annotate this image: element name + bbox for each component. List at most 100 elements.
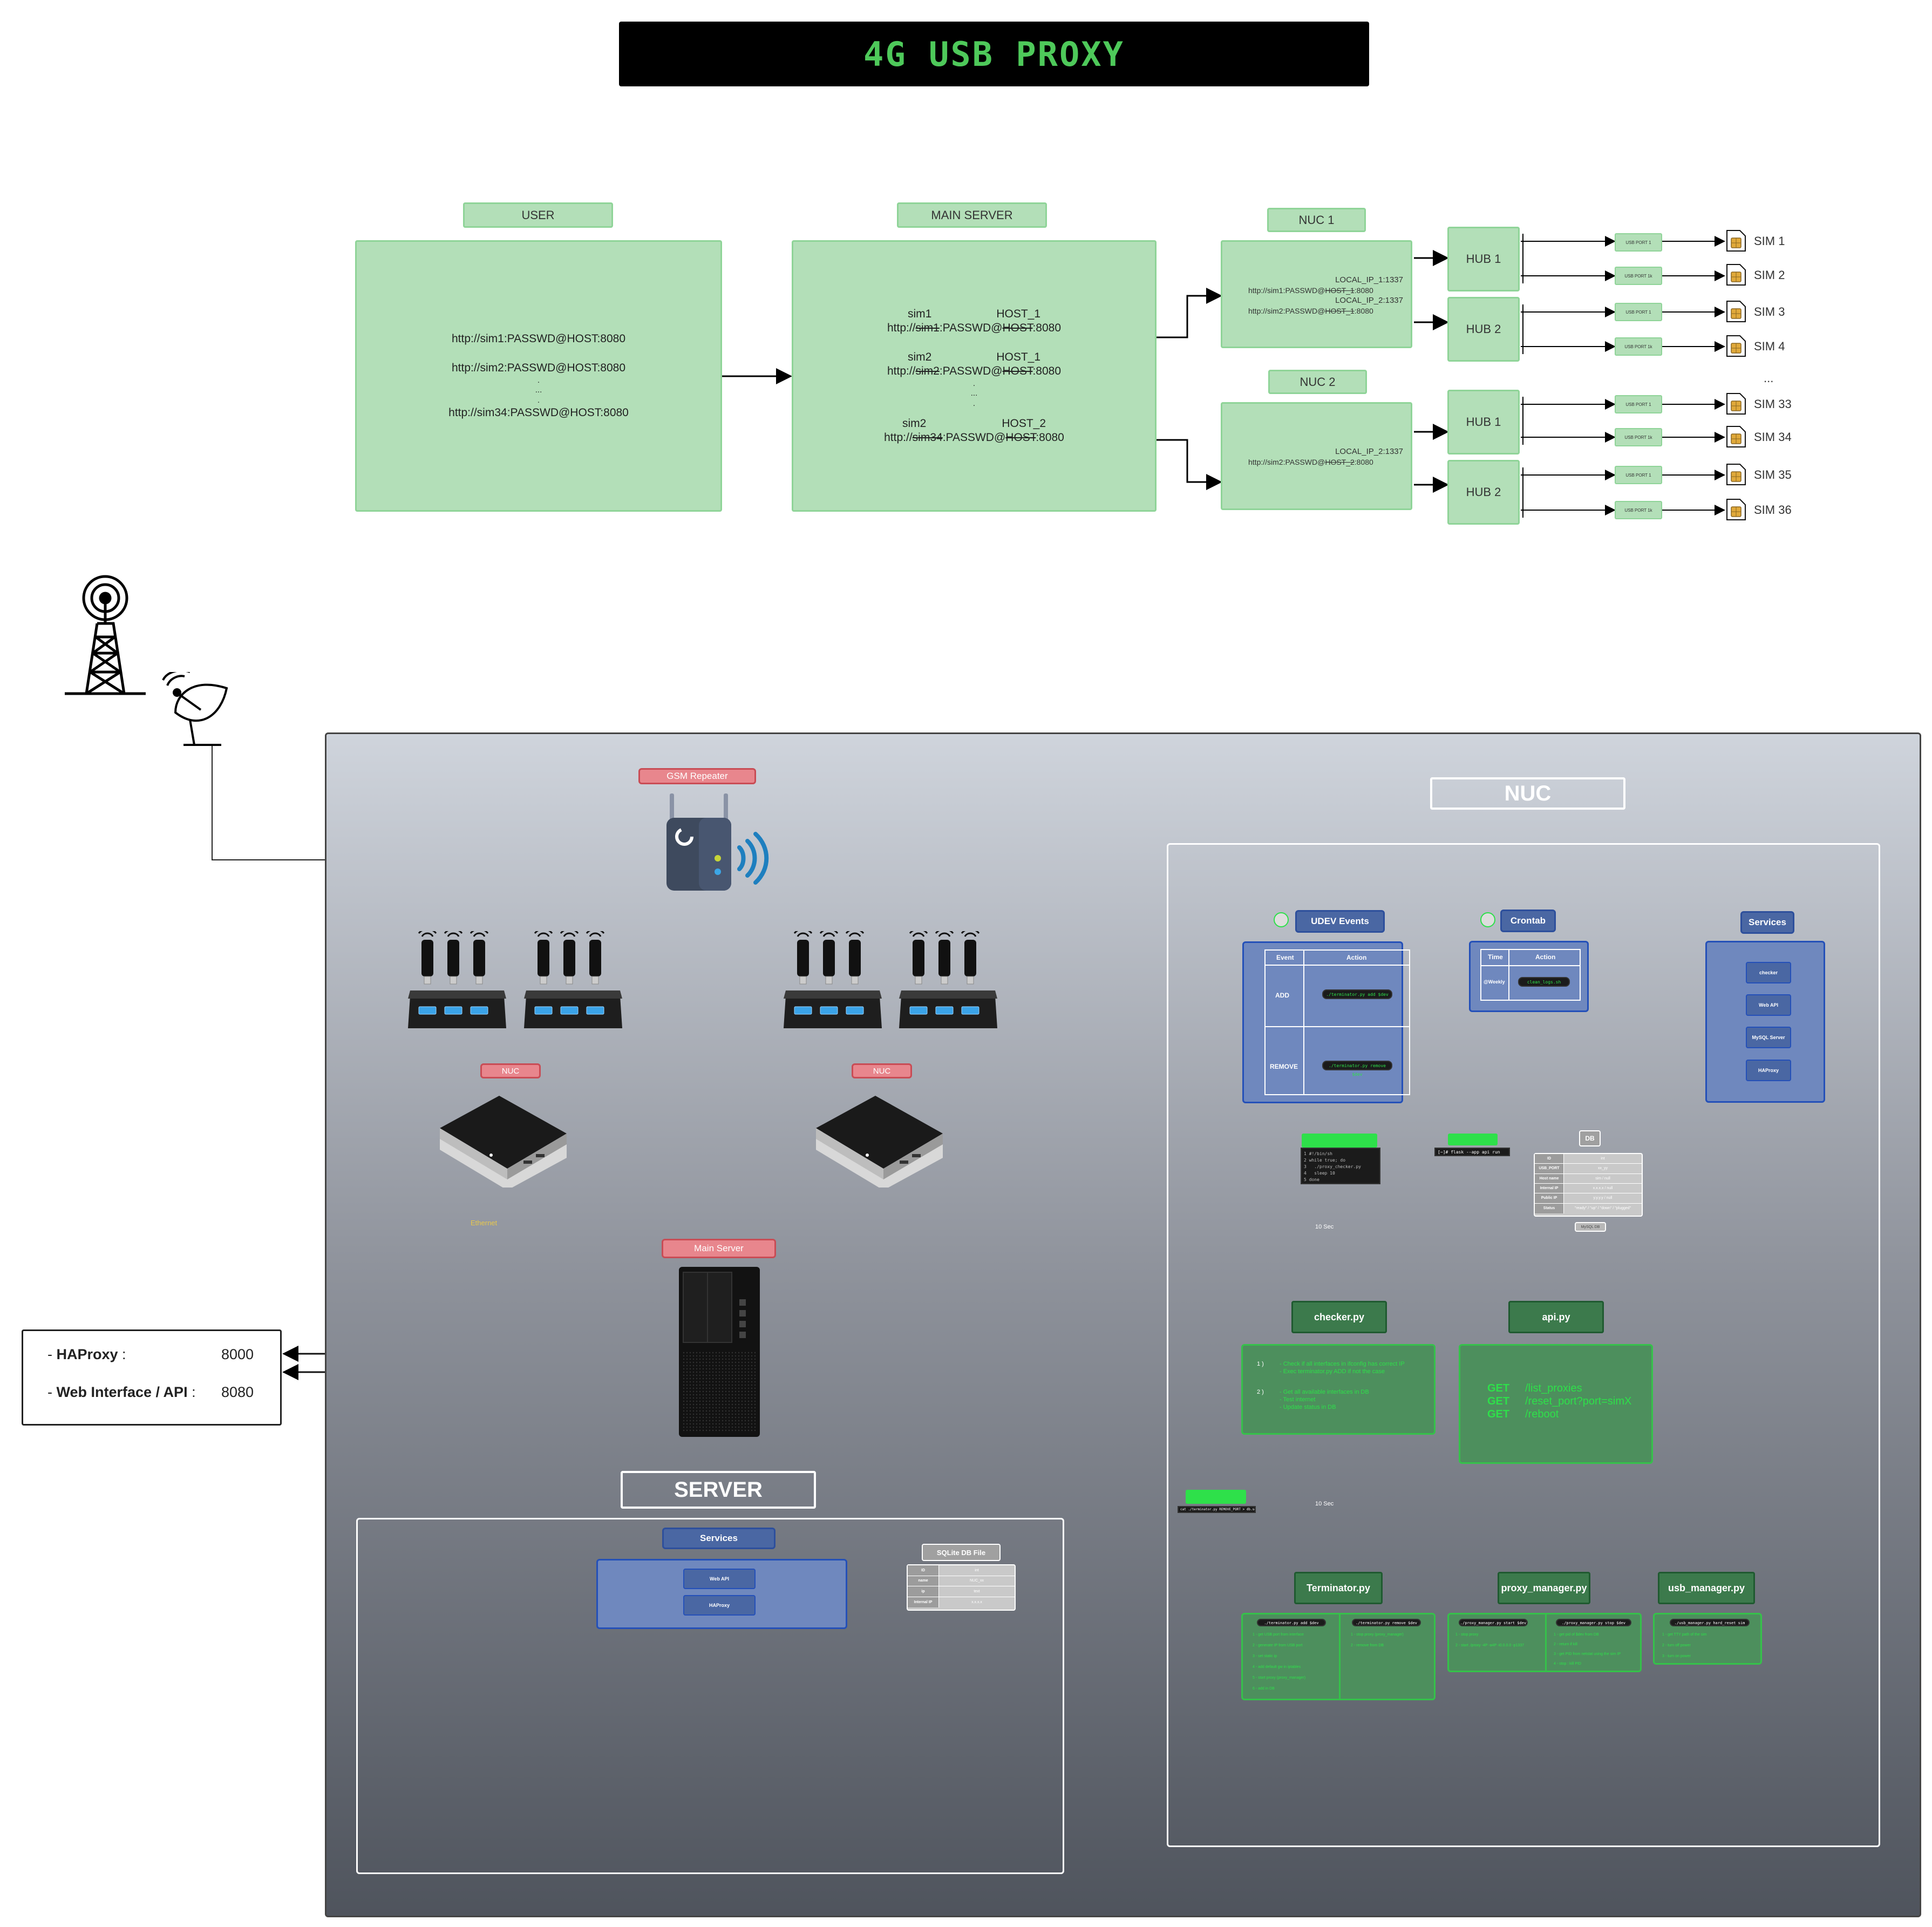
- mysql-service[interactable]: MySQL Server: [1746, 1027, 1791, 1048]
- table-key: Public IP: [1535, 1193, 1564, 1203]
- api-node: api.py: [1508, 1301, 1604, 1333]
- table-key: ip: [908, 1586, 939, 1597]
- step-text: 3 - turn on power: [1662, 1654, 1691, 1658]
- step-text: - Check if all interfaces in ifconfig ha…: [1280, 1361, 1405, 1367]
- udev-header: [1266, 951, 1410, 966]
- url-prefix: http://: [887, 365, 916, 378]
- http-method: GET: [1487, 1395, 1510, 1407]
- step-text: - Update status in DB: [1280, 1404, 1336, 1410]
- step-text: 2 - turn off power: [1662, 1644, 1691, 1647]
- step-number: 1 ): [1257, 1361, 1264, 1367]
- api-route: /reset_port?port=simX: [1525, 1395, 1632, 1407]
- info-name: HAProxy: [56, 1346, 118, 1362]
- proxy-manager-description: ./proxy_manager.py start $dev ./proxy_ma…: [1447, 1613, 1642, 1672]
- table-value: xx_yy: [1598, 1166, 1608, 1171]
- table-key: Internal IP: [908, 1597, 939, 1607]
- usb-port: USB PORT 1: [1615, 233, 1662, 252]
- um-tab: ./usb_manager.py hard_reset sim: [1670, 1619, 1750, 1626]
- sim-label: SIM 36: [1754, 503, 1792, 517]
- host-name: HOST_1: [996, 307, 1041, 320]
- url-mid: :PASSWD@: [939, 321, 1003, 334]
- usb-hub-with-modems-icon: [784, 931, 882, 1028]
- udev-action-add: ./terminator.py add $dev: [1322, 989, 1392, 999]
- ports-info-box: - HAProxy : 8000 - Web Interface / API :…: [22, 1329, 282, 1426]
- table-value: text: [974, 1589, 980, 1593]
- usb-port: USB PORT 1: [1615, 303, 1662, 321]
- main-server-label: MAIN SERVER: [897, 202, 1047, 228]
- local-ip: LOCAL_IP_1:1337: [1335, 275, 1403, 284]
- table-value: NUC_xx: [969, 1579, 984, 1583]
- nuc-section: [1167, 843, 1880, 1847]
- sim-name: sim2: [902, 417, 927, 430]
- local-ip: LOCAL_IP_2:1337: [1335, 447, 1403, 456]
- api-route: /list_proxies: [1525, 1382, 1582, 1394]
- usb-port: USB PORT 1k: [1615, 267, 1662, 285]
- nuc-web-api-service[interactable]: Web API: [1746, 994, 1791, 1016]
- api-description: GET /list_proxies GET /reset_port?port=s…: [1459, 1344, 1653, 1464]
- nuc2-box: LOCAL_IP_2:1337 http://sim2:PASSWD@HOST_…: [1221, 402, 1412, 510]
- checker-node: checker.py: [1291, 1301, 1387, 1333]
- web-api-service[interactable]: Web API: [683, 1569, 756, 1589]
- udev-divider: [1303, 951, 1304, 1095]
- udev-header-event: Event: [1276, 954, 1294, 961]
- usb-port: USB PORT 1k: [1615, 501, 1662, 519]
- crontab-table: Time Action @Weekly clean_logs.sh: [1480, 949, 1581, 1001]
- sim-card-icon: [1726, 499, 1746, 520]
- step-text: 1 - stop proxy: [1455, 1633, 1479, 1637]
- step-text: 2 - generate IP from USB port: [1253, 1644, 1303, 1647]
- ethernet-label: Ethernet: [471, 1219, 498, 1227]
- udev-action-remove: ./terminator.py remove $dev: [1322, 1061, 1392, 1077]
- step-text: 1 - get TTY path of the sim: [1662, 1633, 1707, 1637]
- table-key: ID: [908, 1565, 939, 1576]
- url-suffix: :8080: [1036, 431, 1064, 444]
- hub-box: HUB 2: [1447, 460, 1520, 525]
- sim-label: SIM 34: [1754, 430, 1792, 444]
- page-title: 4G USB PROXY: [619, 22, 1369, 86]
- gsm-repeater-icon: [666, 793, 769, 891]
- url-prefix: http://: [887, 321, 916, 334]
- infrastructure-panel: [325, 732, 1921, 1917]
- sim-label: SIM 3: [1754, 305, 1785, 318]
- usb-hub-with-modems-icon: [524, 931, 622, 1028]
- user-line: http://sim34:PASSWD@HOST:8080: [448, 406, 629, 419]
- hub-box: HUB 1: [1447, 227, 1520, 291]
- checker-service[interactable]: checker: [1746, 962, 1791, 983]
- code-line: 1 #!/bin/sh: [1304, 1151, 1332, 1156]
- usb-manager-node: usb_manager.py: [1658, 1572, 1755, 1604]
- main-server-small-label: Main Server: [662, 1239, 776, 1258]
- sims-ellipsis: ...: [1764, 371, 1774, 385]
- cron-action: clean_logs.sh: [1518, 977, 1570, 987]
- url-mid: :PASSWD@: [939, 365, 1003, 378]
- sim-label: SIM 2: [1754, 268, 1785, 282]
- server-tower-icon: [679, 1267, 760, 1437]
- nuc-services-box: checker Web API MySQL Server HAProxy: [1705, 941, 1825, 1103]
- terminator-tab: ./terminator.py add $dev: [1257, 1619, 1326, 1626]
- table-row: ip text: [908, 1586, 1015, 1597]
- udev-table: Event Action ADD ./terminator.py add $de…: [1264, 949, 1410, 1095]
- user-label: USER: [463, 202, 613, 228]
- step-text: 5 - start proxy (proxy_manager): [1253, 1676, 1306, 1680]
- url-host: HOST: [1002, 321, 1033, 334]
- terminator-description: ./terminator.py add $dev ./terminator.py…: [1241, 1613, 1436, 1700]
- udev-event-add: ADD: [1275, 992, 1289, 999]
- table-value: x.x.x.x / null: [1593, 1186, 1613, 1191]
- nuc1-box: LOCAL_IP_1:1337 http://sim1:PASSWD@HOST_…: [1221, 240, 1412, 348]
- step-text: 1 - get USB port from interface: [1253, 1633, 1304, 1637]
- haproxy-service[interactable]: HAProxy: [683, 1595, 756, 1616]
- info-name: Web Interface / API: [56, 1384, 188, 1400]
- haproxy-info-row: - HAProxy :: [47, 1346, 126, 1362]
- nuc-haproxy-service[interactable]: HAProxy: [1746, 1060, 1791, 1081]
- sim-card-icon: [1726, 301, 1746, 322]
- nuc-url: http://sim2:PASSWD@HOST_2:8080: [1248, 458, 1373, 466]
- server-services-box: Web API HAProxy: [596, 1559, 847, 1629]
